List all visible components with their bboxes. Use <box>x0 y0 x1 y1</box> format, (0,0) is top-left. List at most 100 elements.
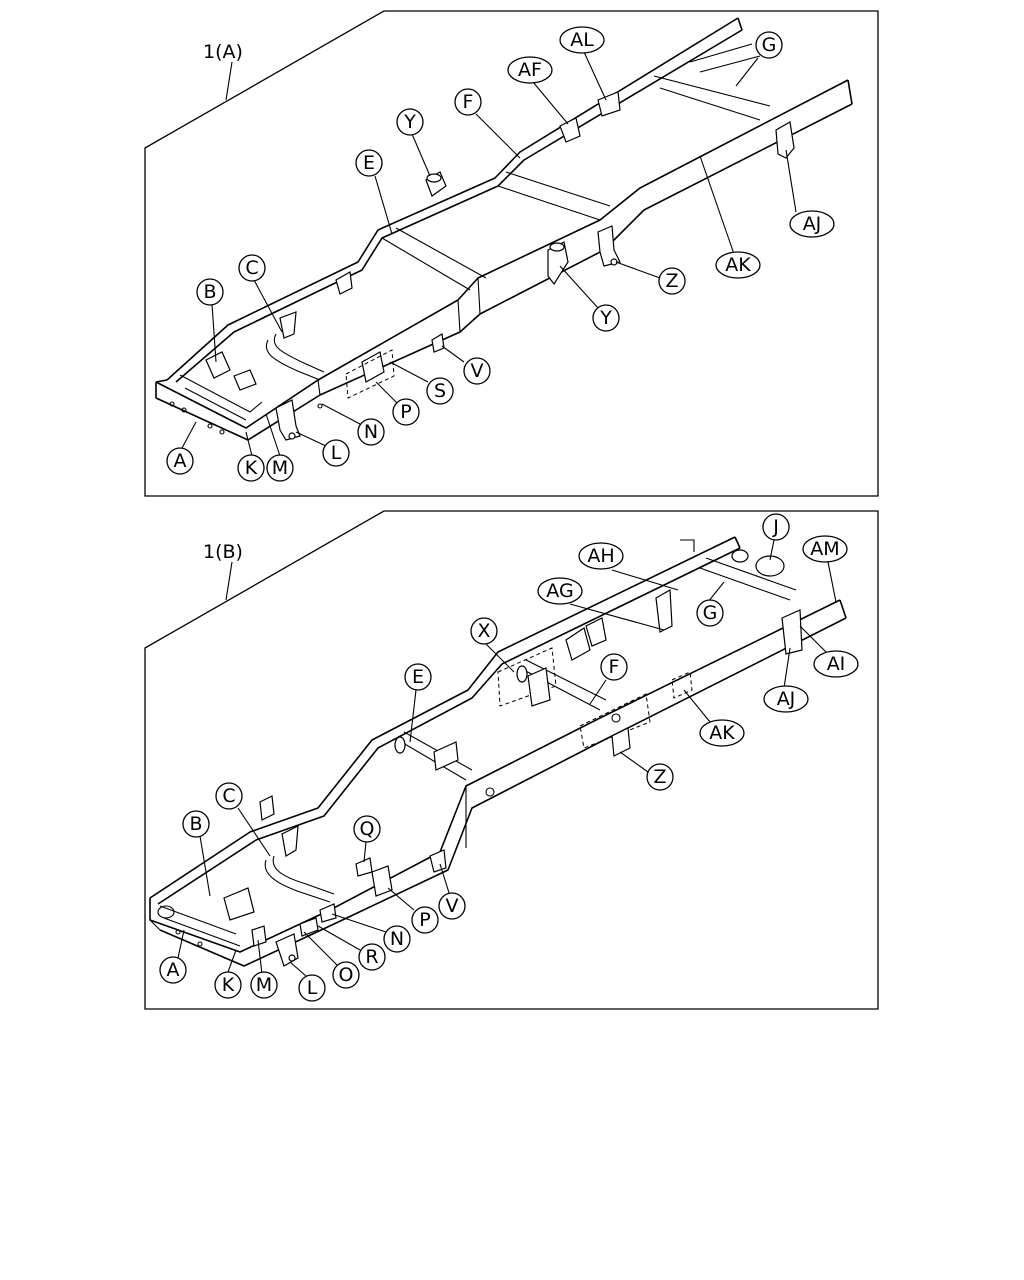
panel-a-callout-A: A <box>166 447 194 475</box>
panel-a-callout-Z: Z <box>658 267 686 295</box>
panel-b-callout-Z: Z <box>646 763 674 791</box>
callout-label: C <box>222 785 235 807</box>
panel-b-callout-AI: AI <box>813 650 859 678</box>
callout-label: O <box>339 964 354 986</box>
panel-a-callout-S: S <box>426 377 454 405</box>
callout-label: N <box>390 928 404 950</box>
panel-a-callout-P: P <box>392 398 420 426</box>
callout-label: AH <box>587 545 614 567</box>
panel-b-callout-B: B <box>182 810 210 838</box>
panel-b-callout-Q: Q <box>353 815 381 843</box>
panel-b-callout-X: X <box>470 617 498 645</box>
panel-b-callout-K: K <box>214 971 242 999</box>
panel-a-callout-Y2: Y <box>592 304 620 332</box>
callout-label: G <box>703 602 718 624</box>
panel-b-title: 1(B) <box>203 541 243 563</box>
panel-b-callout-C: C <box>215 782 243 810</box>
callout-label: F <box>463 91 474 113</box>
callout-label: AK <box>725 254 751 276</box>
panel-a-callout-E: E <box>355 149 383 177</box>
panel-b-callout-P: P <box>411 906 439 934</box>
panel-a-callout-AK: AK <box>715 251 761 279</box>
callout-label: G <box>762 34 777 56</box>
panel-a-callout-AL: AL <box>559 26 605 54</box>
panel-b-callout-AK: AK <box>699 719 745 747</box>
panel-a-callout-C: C <box>238 254 266 282</box>
panel-b-callout-AH: AH <box>578 542 624 570</box>
panel-a-title: 1(A) <box>203 41 243 63</box>
callout-label: AL <box>570 29 594 51</box>
callout-label: AI <box>827 653 846 675</box>
panel-b-callout-R: R <box>358 943 386 971</box>
callout-label: AK <box>709 722 735 744</box>
callout-label: B <box>203 281 216 303</box>
callout-label: A <box>167 959 180 981</box>
panel-b-chassis <box>149 536 847 967</box>
panel-b-callout-L: L <box>298 974 326 1002</box>
panel-a-callout-N: N <box>357 418 385 446</box>
panel-b-callout-M: M <box>250 971 278 999</box>
callout-label: V <box>471 360 484 382</box>
panel-a-callout-K: K <box>237 454 265 482</box>
callout-label: Z <box>653 766 666 788</box>
panel-a-callout-B: B <box>196 278 224 306</box>
callout-label: M <box>256 974 272 996</box>
panel-a-callout-M: M <box>266 454 294 482</box>
panel-b-callout-E: E <box>404 663 432 691</box>
callout-label: C <box>245 257 258 279</box>
panel-a-callout-F: F <box>454 88 482 116</box>
callout-label: J <box>772 516 779 538</box>
panel-a-chassis <box>155 17 853 441</box>
panel-b-callout-V: V <box>438 892 466 920</box>
callout-label: L <box>331 442 342 464</box>
callout-label: Z <box>665 270 678 292</box>
callout-label: E <box>363 152 375 174</box>
callout-label: Y <box>599 307 612 329</box>
callout-label: N <box>364 421 378 443</box>
callout-label: AJ <box>803 213 822 235</box>
panel-b-callout-AJ: AJ <box>763 685 809 713</box>
panel-a-callout-G: G <box>755 31 783 59</box>
callout-label: L <box>307 977 318 999</box>
panel-b-callout-AM: AM <box>802 535 848 563</box>
callout-label: Q <box>360 818 375 840</box>
panel-b-leaders <box>177 539 837 977</box>
callout-label: AF <box>518 59 542 81</box>
panel-b-callout-O: O <box>332 961 360 989</box>
panel-a-frame <box>144 10 879 497</box>
panel-b-title-leader <box>225 561 233 601</box>
panel-b-frame <box>144 510 879 1010</box>
callout-label: A <box>174 450 187 472</box>
callout-label: V <box>446 895 459 917</box>
panel-a-title-leader <box>225 61 233 101</box>
panel-b: 1(B) <box>144 510 879 1010</box>
callout-label: M <box>272 457 288 479</box>
callout-label: X <box>477 620 490 642</box>
panel-a-callout-Y1: Y <box>396 108 424 136</box>
panel-a-callout-AJ: AJ <box>789 210 835 238</box>
panel-b-callout-N: N <box>383 925 411 953</box>
callout-label: F <box>609 656 620 678</box>
callout-label: E <box>412 666 424 688</box>
callout-label: AG <box>546 580 573 602</box>
panel-b-callout-F: F <box>600 653 628 681</box>
callout-label: S <box>434 380 446 402</box>
panel-a-callout-L: L <box>322 439 350 467</box>
callout-label: AJ <box>777 688 796 710</box>
panel-a-leaders <box>181 51 797 457</box>
panel-b-callout-G: G <box>696 599 724 627</box>
panel-a-callout-AF: AF <box>507 56 553 84</box>
callout-label: K <box>222 974 235 996</box>
callout-label: AM <box>810 538 839 560</box>
panel-b-callout-J: J <box>762 513 790 541</box>
callout-label: R <box>365 946 378 968</box>
callout-label: P <box>400 401 411 423</box>
panel-a-callout-V: V <box>463 357 491 385</box>
panel-a: 1(A) <box>144 10 879 497</box>
callout-label: Y <box>403 111 416 133</box>
panel-b-callout-AG: AG <box>537 577 583 605</box>
callout-label: K <box>245 457 258 479</box>
panel-b-callout-A: A <box>159 956 187 984</box>
callout-label: B <box>189 813 202 835</box>
